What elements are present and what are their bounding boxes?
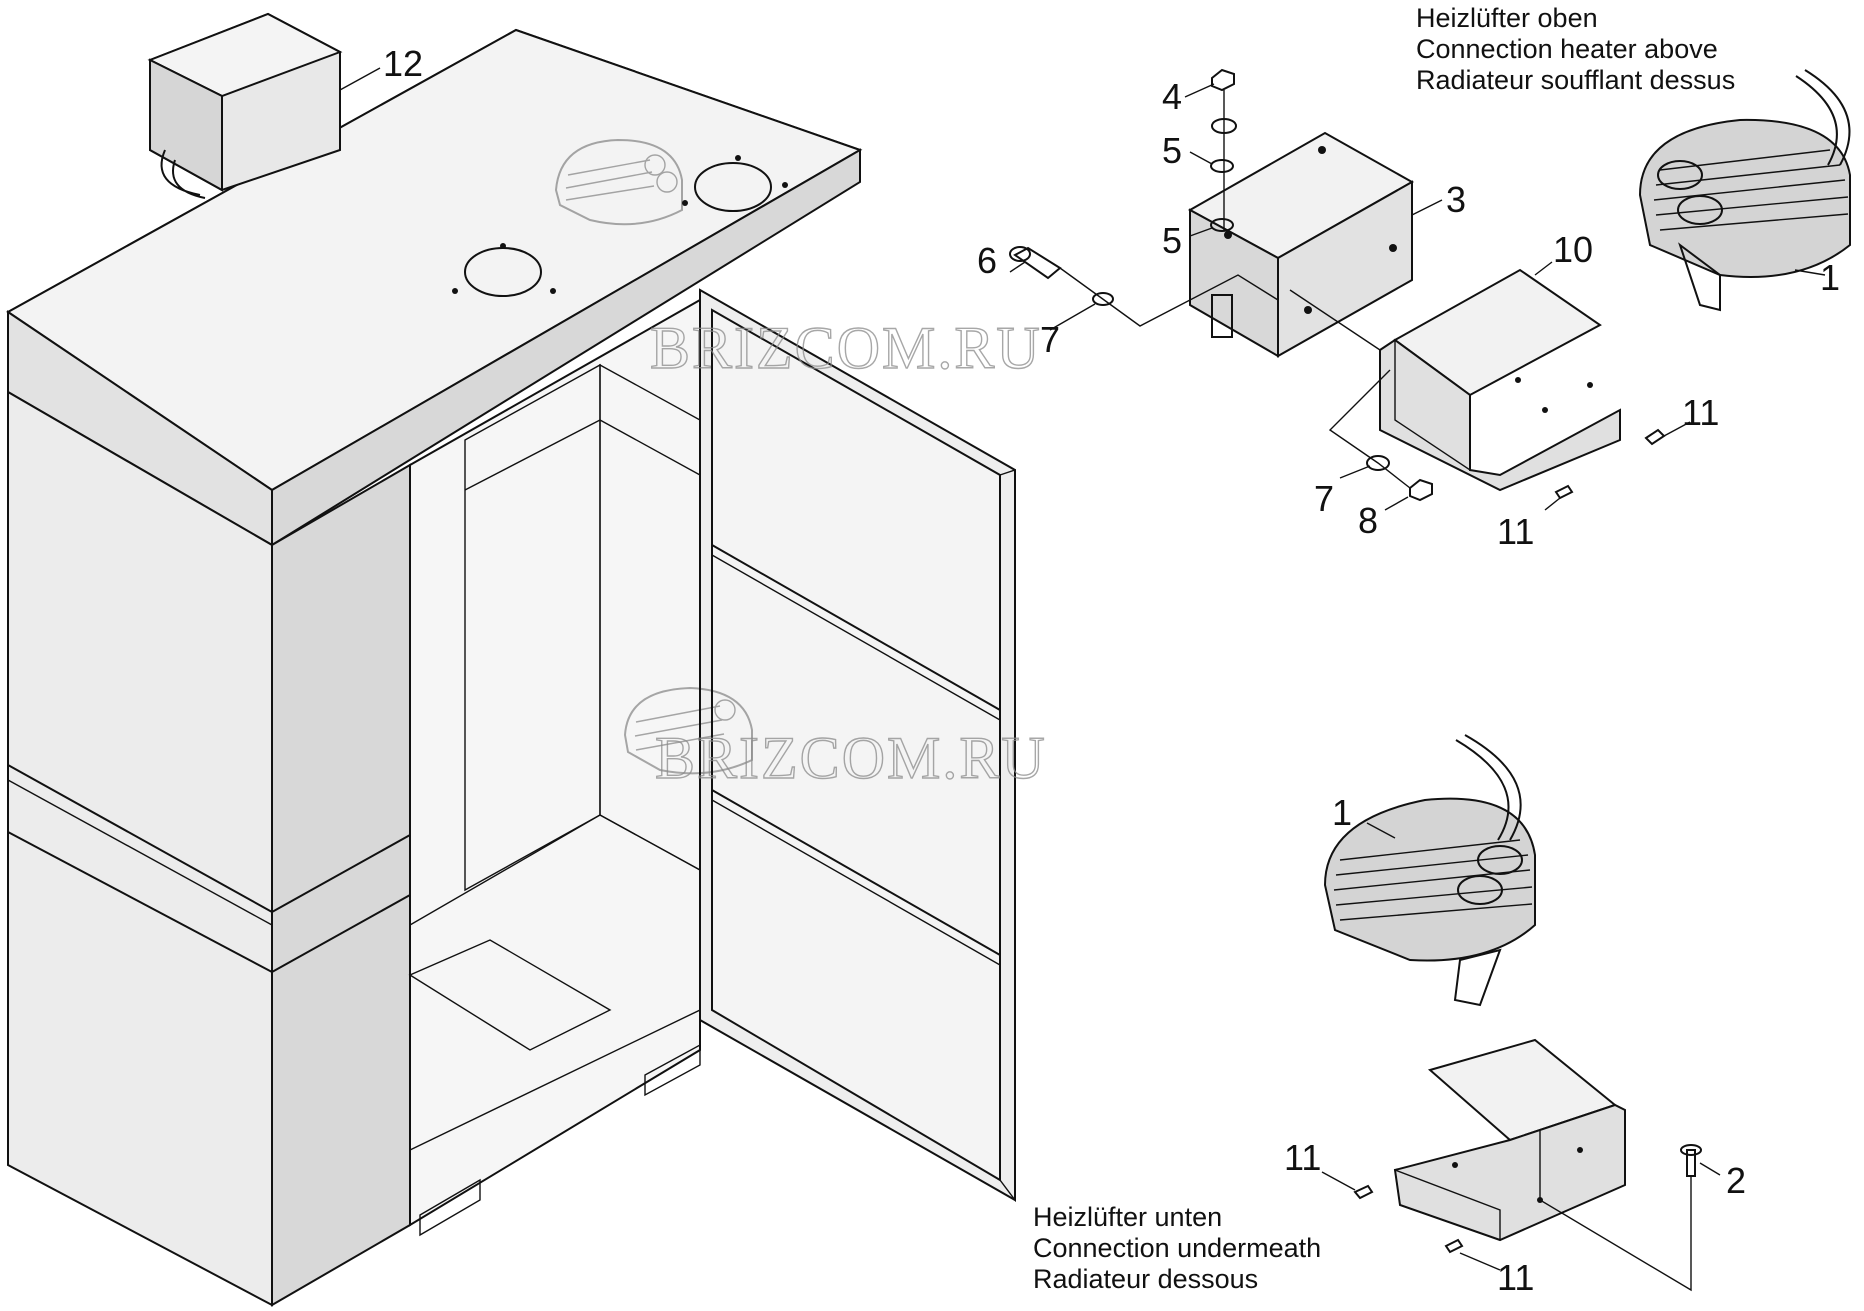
fasteners xyxy=(1009,68,1702,1254)
callout-1-bottom: 1 xyxy=(1332,792,1352,833)
callout-1-top: 1 xyxy=(1820,257,1840,298)
callout-10: 10 xyxy=(1553,229,1593,270)
ghost-heater-door xyxy=(623,686,753,775)
leader-lines xyxy=(339,67,1826,1292)
callout-7b: 7 xyxy=(1314,478,1334,519)
callout-11c: 11 xyxy=(1284,1137,1321,1178)
watermark-lower: BRIZCOM.RU xyxy=(655,725,1047,791)
caption-top-de: Heizlüfter oben xyxy=(1416,3,1598,33)
caption-top-fr: Radiateur soufflant dessus xyxy=(1416,65,1735,95)
callout-3: 3 xyxy=(1446,179,1466,220)
callout-11b: 11 xyxy=(1497,511,1534,552)
tray-bottom xyxy=(1393,1038,1626,1242)
callout-12: 12 xyxy=(383,43,423,84)
watermark-upper: BRIZCOM.RU xyxy=(650,315,1042,381)
tray-10 xyxy=(1379,268,1621,492)
callout-6: 6 xyxy=(977,240,997,281)
callout-2: 2 xyxy=(1726,1160,1746,1201)
callout-11d: 11 xyxy=(1497,1257,1534,1298)
cabinet-door xyxy=(623,288,1016,1203)
ghost-heater-top xyxy=(554,138,683,226)
caption-top: Heizlüfter oben Connection heater above … xyxy=(1416,3,1735,95)
callout-4: 4 xyxy=(1162,76,1182,117)
caption-top-en: Connection heater above xyxy=(1416,34,1718,64)
callout-5a: 5 xyxy=(1162,130,1182,171)
caption-bottom-de: Heizlüfter unten xyxy=(1033,1202,1222,1232)
callout-numbers: 12 4 5 5 3 6 7 10 1 11 7 8 11 1 11 2 11 xyxy=(383,43,1840,1298)
heater-1-top xyxy=(1638,69,1851,312)
cabinet xyxy=(6,28,863,1307)
caption-bottom: Heizlüfter unten Connection undermeath R… xyxy=(1033,1202,1321,1294)
heater-1-bottom xyxy=(1323,734,1536,1007)
callout-8: 8 xyxy=(1358,500,1378,541)
callout-7a: 7 xyxy=(1040,319,1060,360)
junction-box-12 xyxy=(147,12,343,199)
caption-bottom-en: Connection undermeath xyxy=(1033,1233,1321,1263)
callout-11a: 11 xyxy=(1682,392,1719,433)
callout-5b: 5 xyxy=(1162,220,1182,261)
bracket-3 xyxy=(1187,131,1415,358)
caption-bottom-fr: Radiateur dessous xyxy=(1033,1264,1258,1294)
